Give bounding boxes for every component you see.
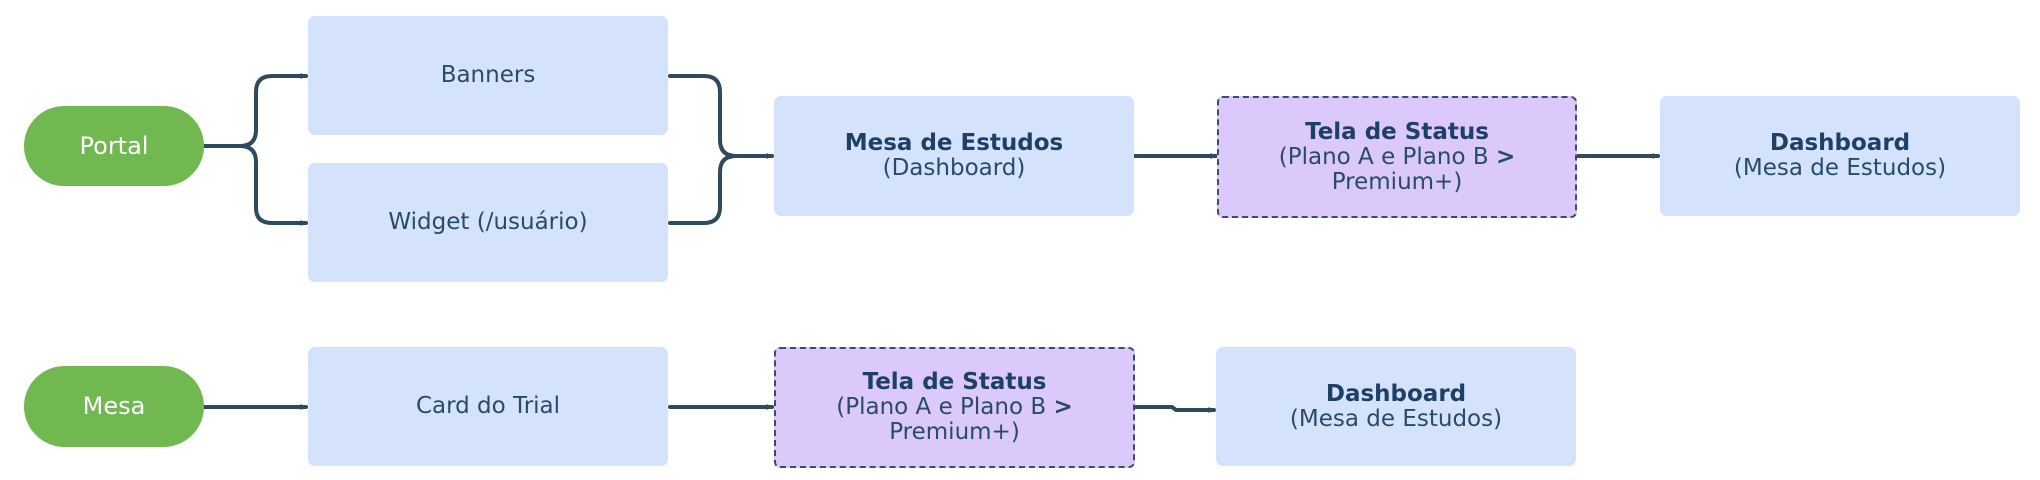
node-dashboard-bottom-title: Dashboard bbox=[1325, 380, 1467, 407]
node-card-trial-label: Card do Trial bbox=[415, 393, 561, 419]
node-portal[interactable]: Portal bbox=[24, 106, 204, 186]
node-widget-label: Widget (/usuário) bbox=[388, 209, 588, 235]
node-widget[interactable]: Widget (/usuário) bbox=[308, 163, 668, 282]
node-status-top[interactable]: Tela de Status (Plano A e Plano B > Prem… bbox=[1217, 96, 1577, 218]
node-status-top-sub-arrow: > bbox=[1495, 143, 1516, 170]
node-dashboard-top-title: Dashboard bbox=[1769, 130, 1911, 156]
node-dashboard-bottom[interactable]: Dashboard (Mesa de Estudos) bbox=[1216, 347, 1576, 466]
node-mesa-estudos-sub: (Dashboard) bbox=[882, 155, 1026, 181]
node-status-bottom-sub-post: Premium+) bbox=[889, 419, 1020, 445]
connector-banners-mesa-estudos bbox=[668, 74, 774, 159]
node-status-top-sub-pre: (Plano A e Plano B bbox=[1278, 143, 1489, 170]
node-status-top-sub-line: (Plano A e Plano B > bbox=[1278, 143, 1516, 170]
connector-portal-banners bbox=[202, 73, 308, 148]
node-status-top-title: Tela de Status bbox=[1305, 118, 1489, 145]
node-dashboard-bottom-sub: (Mesa de Estudos) bbox=[1289, 405, 1503, 432]
node-status-bottom[interactable]: Tela de Status (Plano A e Plano B > Prem… bbox=[774, 347, 1135, 468]
node-status-bottom-sub-line: (Plano A e Plano B > bbox=[836, 395, 1072, 420]
node-dashboard-top[interactable]: Dashboard (Mesa de Estudos) bbox=[1660, 96, 2020, 216]
connector-widget-mesa-estudos bbox=[668, 153, 738, 225]
node-status-top-sub-post: Premium+) bbox=[1331, 168, 1463, 195]
node-mesa-estudos[interactable]: Mesa de Estudos (Dashboard) bbox=[774, 96, 1134, 216]
node-mesa[interactable]: Mesa bbox=[24, 366, 204, 447]
node-status-bottom-title: Tela de Status bbox=[862, 369, 1047, 395]
node-dashboard-top-sub: (Mesa de Estudos) bbox=[1733, 155, 1947, 181]
node-status-bottom-sub-arrow: > bbox=[1053, 394, 1073, 420]
node-mesa-estudos-title: Mesa de Estudos bbox=[844, 130, 1064, 156]
node-banners-label: Banners bbox=[440, 62, 536, 88]
node-status-bottom-sub-pre: (Plano A e Plano B bbox=[836, 394, 1047, 420]
connector-portal-widget bbox=[202, 144, 308, 226]
node-banners[interactable]: Banners bbox=[308, 16, 668, 135]
connector-status-dashboard-bottom bbox=[1134, 405, 1216, 413]
node-card-trial[interactable]: Card do Trial bbox=[308, 347, 668, 466]
node-mesa-label: Mesa bbox=[82, 392, 146, 420]
node-portal-label: Portal bbox=[79, 131, 149, 160]
